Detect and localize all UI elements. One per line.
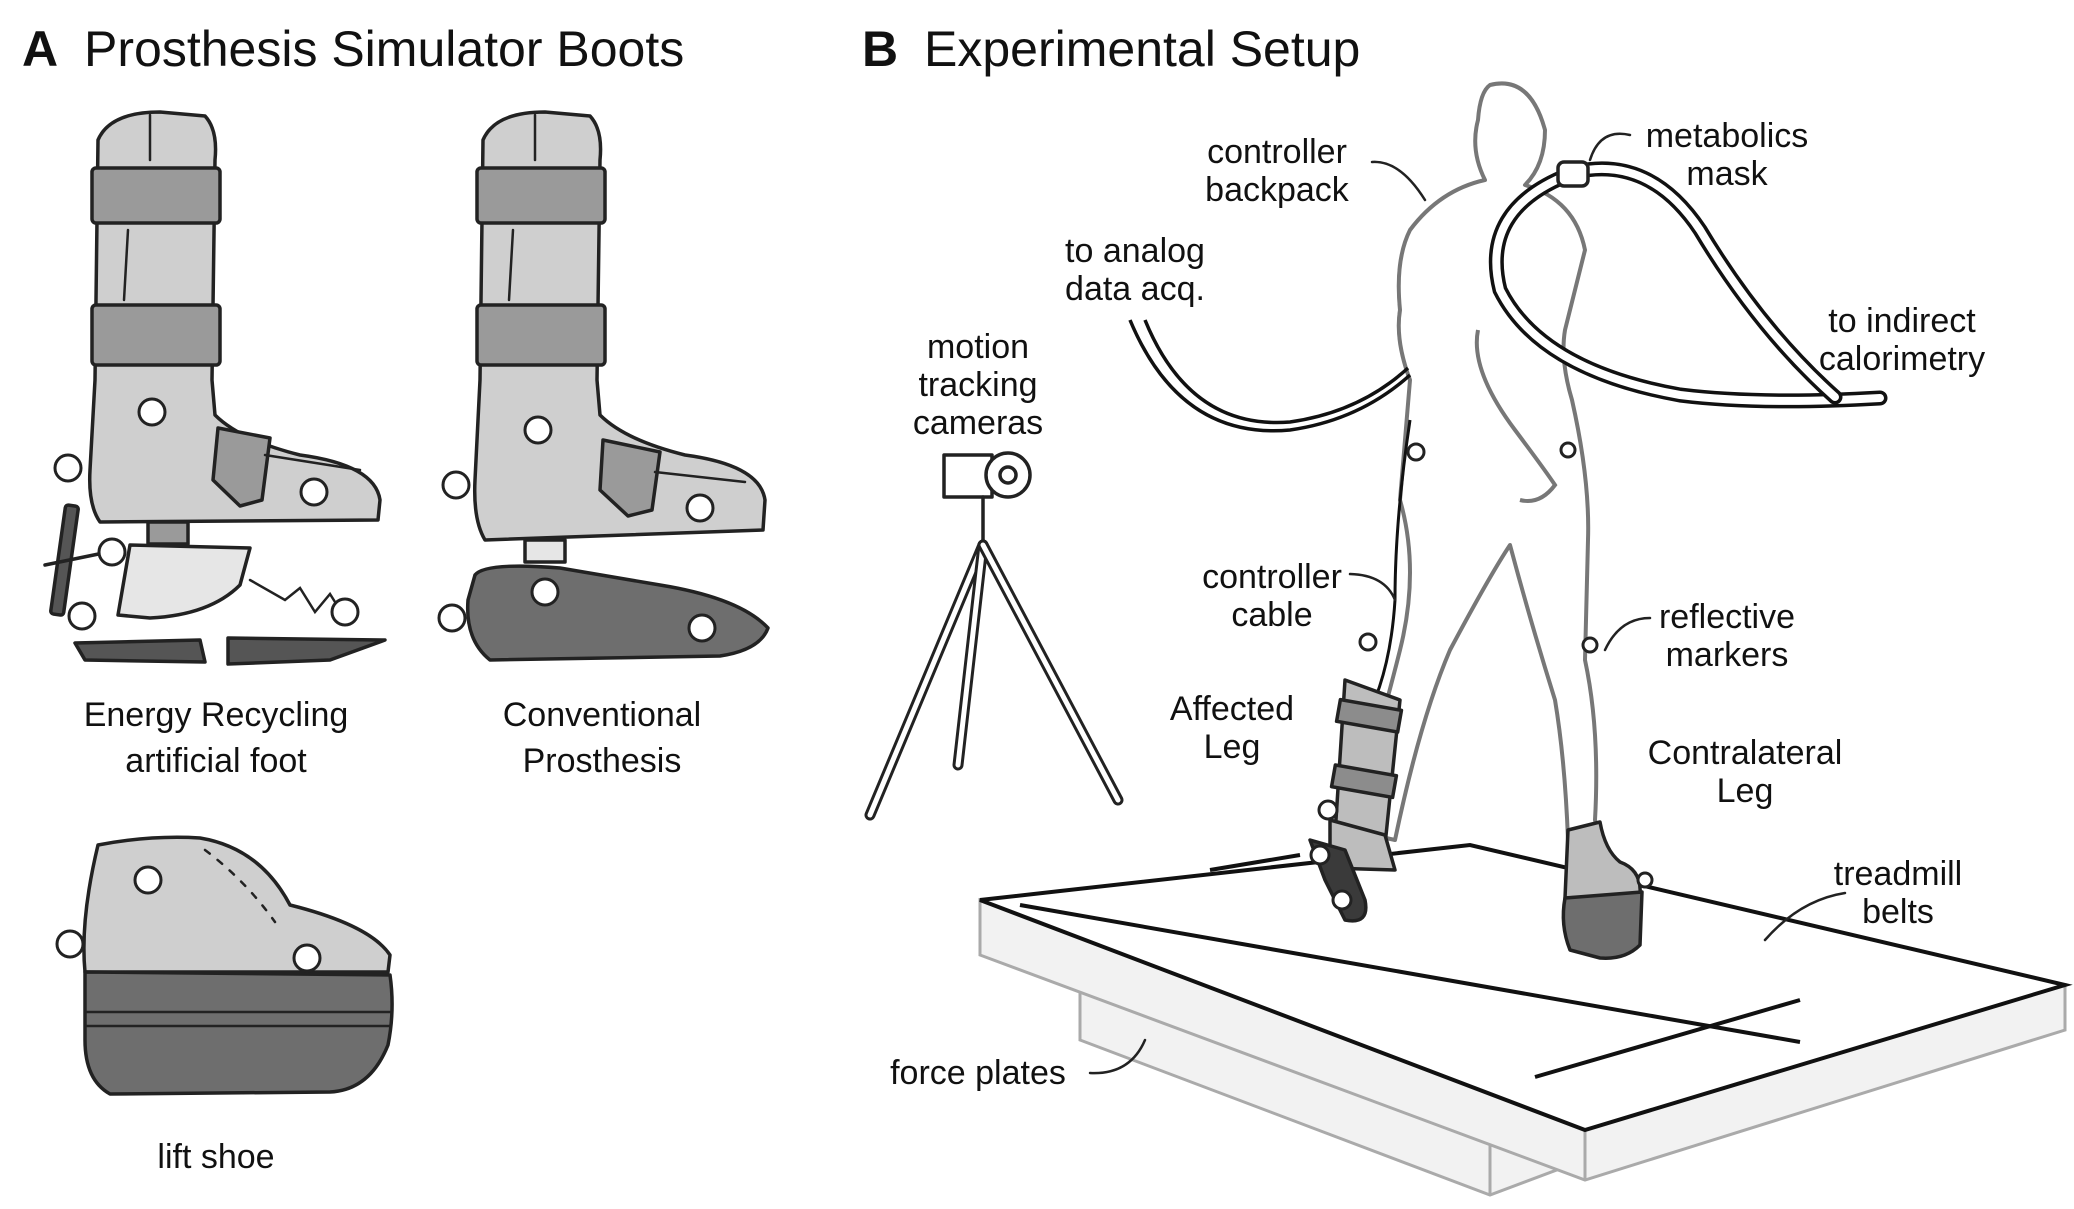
panel-b: B Experimental Setup: [862, 21, 2073, 1197]
marker: [330, 597, 360, 627]
marker: [1331, 889, 1353, 911]
label-metabolics-mask-2: mask: [1686, 155, 1768, 193]
marker: [137, 397, 167, 427]
contralateral-leg-lift-shoe: [1559, 441, 1654, 960]
marker: [97, 537, 127, 567]
svg-text:B Experimental Setup: B Experimental Setup: [862, 21, 1360, 77]
label-cameras-1: motion: [927, 328, 1029, 366]
panel-b-title: Experimental Setup: [924, 21, 1360, 77]
energy-recycling-label-2: artificial foot: [125, 742, 307, 780]
label-controller-cable-2: cable: [1231, 596, 1312, 634]
conventional-prosthesis-boot: [437, 110, 770, 662]
label-affected-leg-1: Affected: [1170, 690, 1294, 728]
conventional-label-1: Conventional: [503, 696, 701, 734]
conventional-label-2: Prosthesis: [523, 742, 682, 780]
marker: [685, 493, 715, 523]
label-cameras-3: cameras: [913, 404, 1043, 442]
lift-shoe: [55, 835, 394, 1096]
treadmill: [978, 842, 2073, 1182]
marker: [133, 865, 163, 895]
marker: [1317, 799, 1339, 821]
panel-a: A Prosthesis Simulator Boots: [22, 21, 770, 1176]
metabolics-tubes: [1488, 160, 1888, 409]
svg-text:A Prosthesis Simulator B: A Prosthesis Simulator Boots: [22, 21, 684, 77]
marker: [441, 470, 471, 500]
affected-leg-prosthesis: [1308, 442, 1426, 923]
marker: [67, 601, 97, 631]
label-controller-backpack-1: controller: [1207, 133, 1347, 171]
marker: [437, 603, 467, 633]
label-analog-1: to analog: [1065, 232, 1205, 270]
label-calorimetry-2: calorimetry: [1819, 340, 1985, 378]
label-force-plates: force plates: [890, 1054, 1066, 1092]
marker: [523, 415, 553, 445]
marker: [1559, 441, 1577, 459]
analog-data-cable: [1128, 319, 1412, 731]
marker: [55, 929, 85, 959]
label-contralateral-leg-1: Contralateral: [1648, 734, 1843, 772]
label-calorimetry-1: to indirect: [1828, 302, 1976, 340]
panel-a-title: Prosthesis Simulator Boots: [84, 21, 684, 77]
marker: [1581, 636, 1599, 654]
marker: [1636, 871, 1654, 889]
marker: [1309, 844, 1331, 866]
label-metabolics-mask-1: metabolics: [1646, 117, 1809, 155]
label-treadmill-belts-1: treadmill: [1834, 855, 1962, 893]
panel-a-letter: A: [22, 21, 58, 77]
leader-lines: [1088, 132, 1847, 1075]
marker: [299, 477, 329, 507]
marker: [1358, 632, 1378, 652]
label-analog-2: data acq.: [1065, 270, 1205, 308]
label-contralateral-leg-2: Leg: [1717, 772, 1774, 810]
label-treadmill-belts-2: belts: [1862, 893, 1934, 931]
lift-shoe-label: lift shoe: [157, 1138, 274, 1176]
energy-recycling-label-1: Energy Recycling: [84, 696, 349, 734]
motion-tracking-camera: [864, 451, 1124, 821]
label-controller-cable-1: controller: [1202, 558, 1342, 596]
panel-b-labels: controller backpack metabolics mask to a…: [890, 117, 1985, 1092]
label-controller-backpack-2: backpack: [1205, 171, 1350, 209]
label-reflective-markers-2: markers: [1666, 636, 1789, 674]
marker: [1406, 442, 1426, 462]
label-cameras-2: tracking: [918, 366, 1037, 404]
marker: [292, 943, 322, 973]
marker: [53, 453, 83, 483]
metabolics-mask: [1556, 160, 1590, 188]
marker: [530, 577, 560, 607]
panel-b-letter: B: [862, 21, 898, 77]
energy-recycling-boot: [43, 110, 387, 666]
label-reflective-markers-1: reflective: [1659, 598, 1795, 636]
marker: [687, 613, 717, 643]
label-affected-leg-2: Leg: [1204, 728, 1261, 766]
